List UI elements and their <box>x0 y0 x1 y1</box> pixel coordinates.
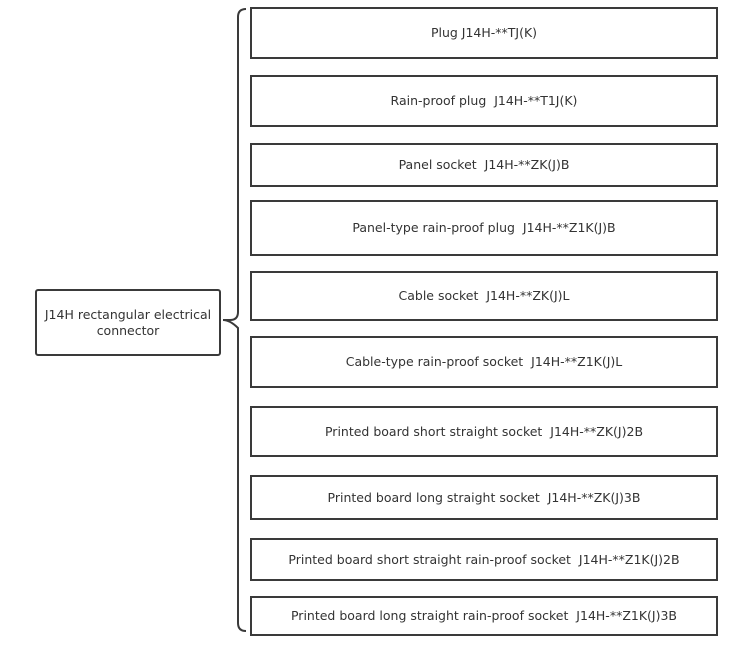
leaf-node-pcb-short-straight-socket: Printed board short straight socket J14H… <box>250 406 718 457</box>
leaf-node-label: Printed board short straight socket J14H… <box>324 423 644 439</box>
leaf-node-cable-type-rain-proof-socket: Cable-type rain-proof socket J14H-**Z1K(… <box>250 336 718 388</box>
leaf-node-label: Rain-proof plug J14H-**T1J(K) <box>390 93 578 108</box>
leaf-node-rain-proof-plug: Rain-proof plug J14H-**T1J(K) <box>250 75 718 127</box>
leaf-node-pcb-long-straight-socket: Printed board long straight socket J14H-… <box>250 475 718 520</box>
leaf-node-label: Printed board long straight rain-proof s… <box>290 608 677 623</box>
leaf-node-plug: Plug J14H-**TJ(K) <box>250 7 718 59</box>
root-node: J14H rectangular electrical connector <box>35 289 221 356</box>
leaf-node-label: Plug J14H-**TJ(K) <box>430 25 538 40</box>
root-node-label: J14H rectangular electrical connector <box>44 306 212 338</box>
leaf-node-cable-socket: Cable socket J14H-**ZK(J)L <box>250 271 718 321</box>
leaf-node-panel-type-rain-proof-plug: Panel-type rain-proof plug J14H-**Z1K(J)… <box>250 200 718 256</box>
leaf-node-label: Cable socket J14H-**ZK(J)L <box>398 288 570 303</box>
leaf-node-label: Panel-type rain-proof plug J14H-**Z1K(J)… <box>352 220 616 235</box>
leaf-node-pcb-short-straight-rain-proof-socket: Printed board short straight rain-proof … <box>250 538 718 581</box>
leaf-node-label: Printed board long straight socket J14H-… <box>327 489 641 505</box>
leaf-node-label: Printed board short straight rain-proof … <box>288 551 680 567</box>
leaf-node-label: Panel socket J14H-**ZK(J)B <box>398 157 570 172</box>
leaf-node-label: Cable-type rain-proof socket J14H-**Z1K(… <box>345 354 623 369</box>
leaf-node-panel-socket: Panel socket J14H-**ZK(J)B <box>250 143 718 187</box>
leaf-node-pcb-long-straight-rain-proof-socket: Printed board long straight rain-proof s… <box>250 596 718 636</box>
